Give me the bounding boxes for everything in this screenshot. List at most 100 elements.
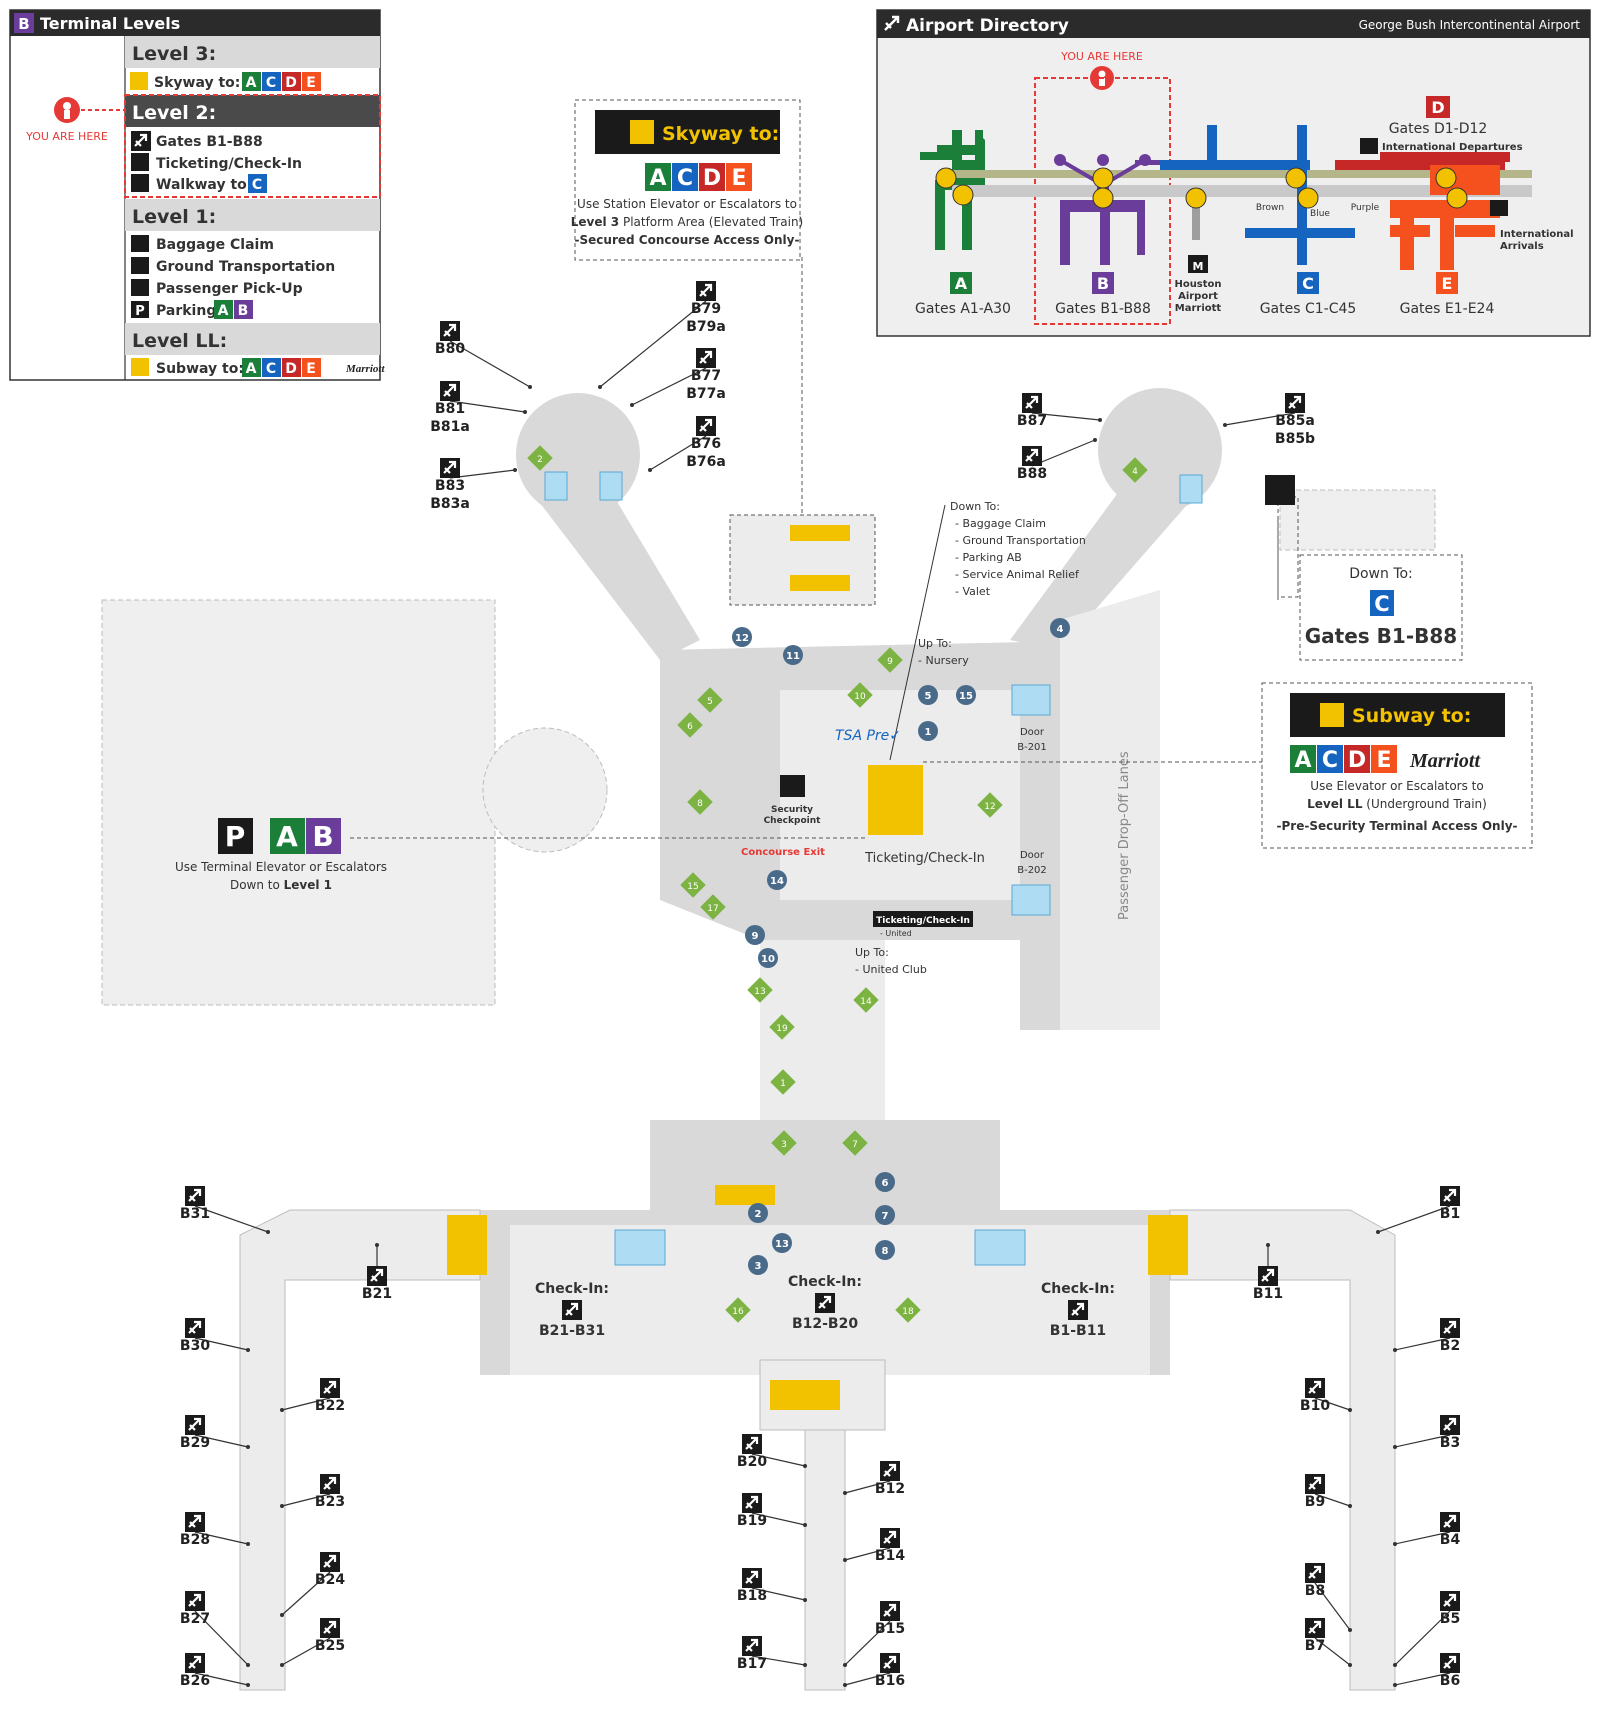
terminal-levels-legend: B Terminal Levels YOU ARE HERE Level 3: … [9, 9, 385, 381]
svg-text:C: C [1374, 592, 1389, 616]
gate-id: B88 [1017, 466, 1047, 482]
gate-id: B81 [435, 401, 465, 417]
gate-id: B16 [875, 1673, 905, 1689]
svg-text:8: 8 [697, 799, 703, 809]
directory-a-gates: Gates A1-A30 [915, 301, 1011, 317]
dining-marker: 17 [700, 894, 726, 920]
gate-b5: B5 [1393, 1589, 1462, 1667]
svg-text:4: 4 [1057, 624, 1064, 635]
gate-id: B10 [1300, 1398, 1330, 1414]
info-marker: 3 [748, 1255, 768, 1275]
gate-id: B83 [435, 478, 465, 494]
gate-plane-icon [740, 1566, 764, 1590]
level-1-ground-label: Ground Transportation [156, 259, 335, 275]
svg-text:9: 9 [752, 931, 759, 942]
subway-title: Subway to: [1352, 705, 1471, 727]
gate-b23: B23 [280, 1472, 345, 1510]
svg-text:B: B [312, 820, 333, 853]
gate-labels: B80B79B79aB77B77aB76B76aB81B81aB83B83aB8… [180, 279, 1462, 1689]
gate-b16: B16 [843, 1651, 905, 1689]
info-marker: 4 [1050, 618, 1070, 638]
gate-id: B26 [180, 1673, 210, 1689]
info-marker: 7 [875, 1205, 895, 1225]
down-to-list: Down To: - Baggage Claim - Ground Transp… [889, 500, 1086, 761]
gate-plane-icon [438, 456, 462, 480]
gate-id: B2 [1440, 1338, 1460, 1354]
svg-text:1: 1 [780, 1079, 786, 1089]
gate-b11: B11 [1253, 1243, 1283, 1302]
dining-marker: 15 [680, 872, 706, 898]
svg-text:10: 10 [854, 692, 866, 702]
info-marker: 13 [772, 1233, 792, 1253]
floor-plan: Passenger Drop-Off Lanes [101, 388, 1436, 1691]
svg-text:E: E [306, 361, 316, 377]
subway-line1: Use Elevator or Escalators to [1310, 779, 1483, 793]
gate-b27: B27 [180, 1589, 250, 1667]
gate-id: B6 [1440, 1673, 1460, 1689]
terminal-b-badge-text: B [18, 15, 29, 33]
directory-terminal-e [1390, 200, 1500, 270]
dining-marker: 5 [697, 687, 723, 713]
gate-b2: B2 [1393, 1316, 1462, 1354]
gate-plane-icon [1438, 1413, 1462, 1437]
gate-id: B76 [691, 436, 721, 452]
svg-text:C: C [1302, 274, 1314, 293]
checkin-mid-label: Check-In: [788, 1274, 862, 1290]
svg-text:Marriott: Marriott [1175, 303, 1222, 314]
gate-id: B28 [180, 1532, 210, 1548]
walkway-blue: Blue [1310, 209, 1330, 219]
level-1-title: Level 1: [132, 206, 216, 228]
svg-text:E: E [1376, 748, 1391, 773]
terminal-levels-title: Terminal Levels [40, 14, 180, 33]
gate-plane-icon [183, 1184, 207, 1208]
svg-text:15: 15 [687, 882, 698, 892]
gate-sub-id: B79a [686, 319, 726, 335]
gate-id: B27 [180, 1611, 210, 1627]
escalator-blocks [447, 525, 1188, 1410]
restroom-blocks [544, 471, 1203, 1266]
level-1-pickup-label: Passenger Pick-Up [156, 281, 303, 297]
svg-text:2: 2 [537, 455, 543, 465]
parking-line1: Use Terminal Elevator or Escalators [175, 860, 387, 874]
gate-b87: B87 [1017, 391, 1102, 429]
gate-b3: B3 [1393, 1413, 1462, 1451]
svg-text:10: 10 [761, 954, 775, 965]
skyway-line1: Use Station Elevator or Escalators to [577, 197, 797, 211]
subway-marriott-logo: Marriott [1409, 750, 1481, 772]
baggage-icon [131, 235, 149, 252]
up-to-club: Up To: - United Club [855, 946, 927, 976]
svg-text:- Ground Transportation: - Ground Transportation [955, 534, 1086, 547]
info-marker: 1 [918, 721, 938, 741]
svg-text:D: D [1431, 98, 1444, 117]
svg-text:Arrivals: Arrivals [1500, 241, 1544, 252]
gate-id: B18 [737, 1588, 767, 1604]
svg-text:6: 6 [882, 1178, 889, 1189]
directory-hotel: M Houston Airport Marriott [1174, 190, 1222, 314]
subway-icon [131, 358, 149, 376]
gate-id: B4 [1440, 1532, 1461, 1548]
svg-text:6: 6 [687, 722, 693, 732]
terminal-b-badge [14, 13, 34, 33]
dining-marker: 10 [847, 682, 873, 708]
gate-b7: B7 [1303, 1616, 1352, 1667]
level-2-ticketing-label: Ticketing/Check-In [156, 156, 302, 172]
svg-text:B-201: B-201 [1017, 742, 1047, 753]
svg-text:E: E [731, 166, 746, 191]
svg-text:14: 14 [770, 876, 784, 887]
svg-text:12: 12 [984, 802, 995, 812]
level-1-parking-label: Parking [156, 303, 216, 319]
svg-text:Security: Security [771, 805, 813, 815]
gate-b12: B12 [843, 1459, 905, 1497]
gate-plane-icon [183, 1651, 207, 1675]
subway-line3: -Pre-Security Terminal Access Only- [1277, 819, 1518, 833]
svg-text:Checkpoint: Checkpoint [764, 816, 822, 826]
gate-id: B11 [1253, 1286, 1283, 1302]
skyway-title: Skyway to: [662, 123, 779, 145]
svg-text:D: D [703, 166, 721, 191]
directory-d-badge [1426, 96, 1450, 118]
parking-icon [131, 301, 149, 318]
parking-line2: Down to Level 1 [230, 878, 332, 892]
